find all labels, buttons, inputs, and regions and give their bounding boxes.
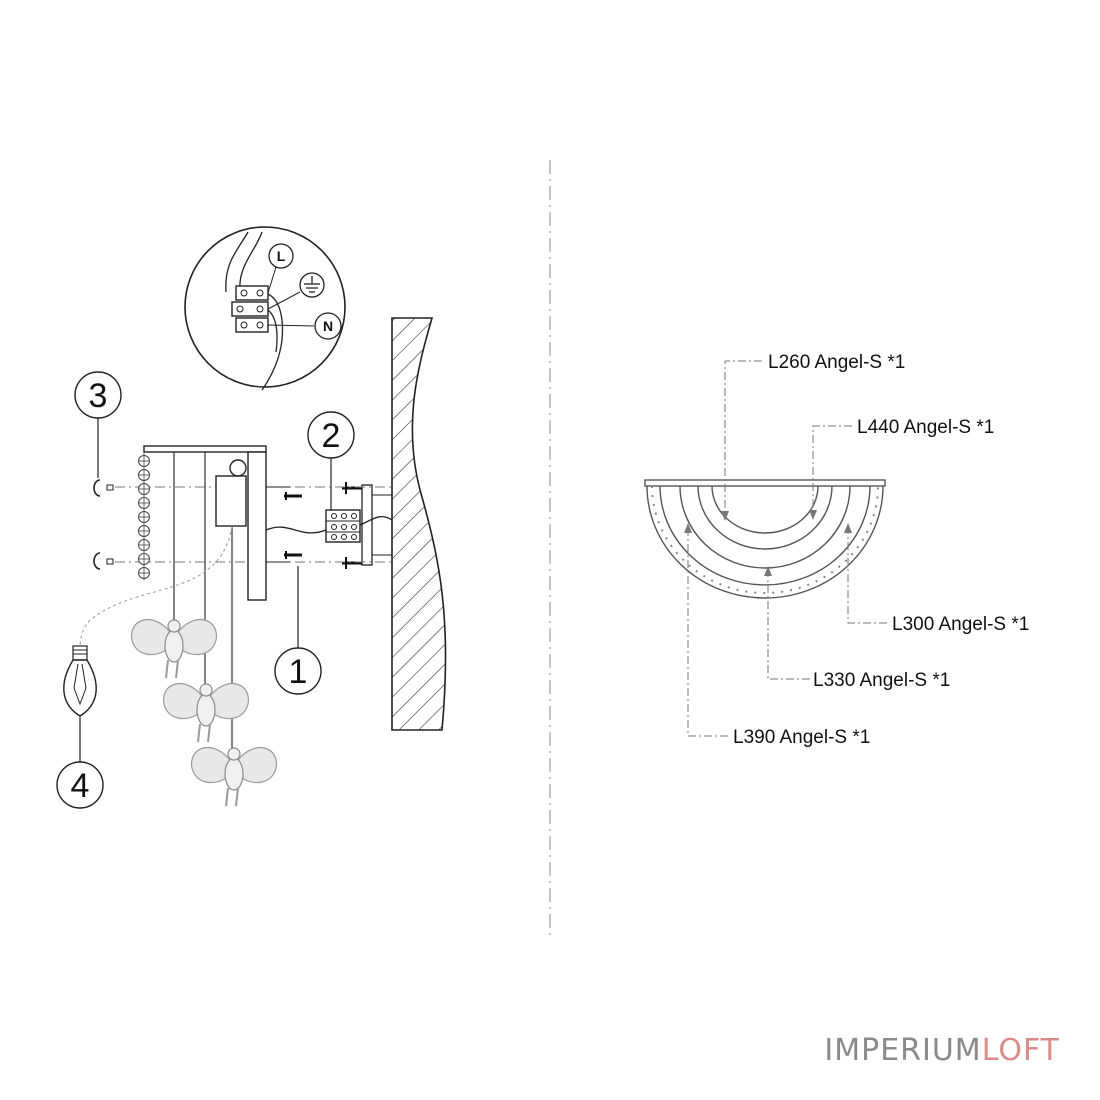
fixture-bowl <box>644 479 886 599</box>
alignment-lines <box>115 486 392 563</box>
angel-figure-3 <box>190 746 278 807</box>
angel-label-l440: L440 Angel-S *1 <box>857 417 994 438</box>
supply-wire <box>265 516 393 534</box>
callout-1: 1 <box>274 566 322 695</box>
ground-icon <box>299 272 325 298</box>
wall-screw-bottom <box>342 557 362 569</box>
svg-text:1: 1 <box>289 653 308 691</box>
callout-3: 3 <box>74 371 122 478</box>
angel-label-l300: L300 Angel-S *1 <box>892 614 1029 635</box>
svg-text:3: 3 <box>89 377 108 415</box>
angel-label-l330: L330 Angel-S *1 <box>813 670 950 691</box>
brand-part-2: LOFT <box>981 1033 1060 1068</box>
brand-logo: IMPERIUMLOFT <box>824 1033 1060 1068</box>
outer-crystal-ring <box>651 485 879 594</box>
angel-figure-1 <box>130 618 218 679</box>
angel-arrows <box>684 510 852 576</box>
callout-2: 2 <box>307 411 355 510</box>
bulb <box>63 645 97 717</box>
angel-label-l260: L260 Angel-S *1 <box>768 352 905 373</box>
wall-section <box>391 317 447 731</box>
terminal-neutral-marker: N <box>314 312 342 340</box>
callout-4: 4 <box>56 716 104 809</box>
fixture-frame <box>143 445 290 601</box>
clip-top <box>93 479 114 497</box>
wiring-detail <box>184 226 346 391</box>
terminal-block <box>325 509 361 543</box>
fixture-screw-top <box>284 492 302 500</box>
svg-text:N: N <box>323 318 333 334</box>
angel-leaders <box>687 360 887 737</box>
angel-label-l390: L390 Angel-S *1 <box>733 727 870 748</box>
brand-part-1: IMPERIUM <box>824 1033 982 1068</box>
angel-figure-2 <box>162 682 250 743</box>
terminal-live-marker: L <box>268 243 294 269</box>
mounting-plate <box>361 484 373 566</box>
fixture-screw-bottom <box>284 551 302 559</box>
wall-screw-top <box>342 482 362 494</box>
crystal-chain <box>138 452 150 580</box>
svg-text:L: L <box>277 248 286 264</box>
bulb-cable <box>79 525 233 649</box>
clip-bottom <box>93 552 114 570</box>
svg-text:2: 2 <box>322 417 341 455</box>
svg-text:4: 4 <box>71 767 90 805</box>
